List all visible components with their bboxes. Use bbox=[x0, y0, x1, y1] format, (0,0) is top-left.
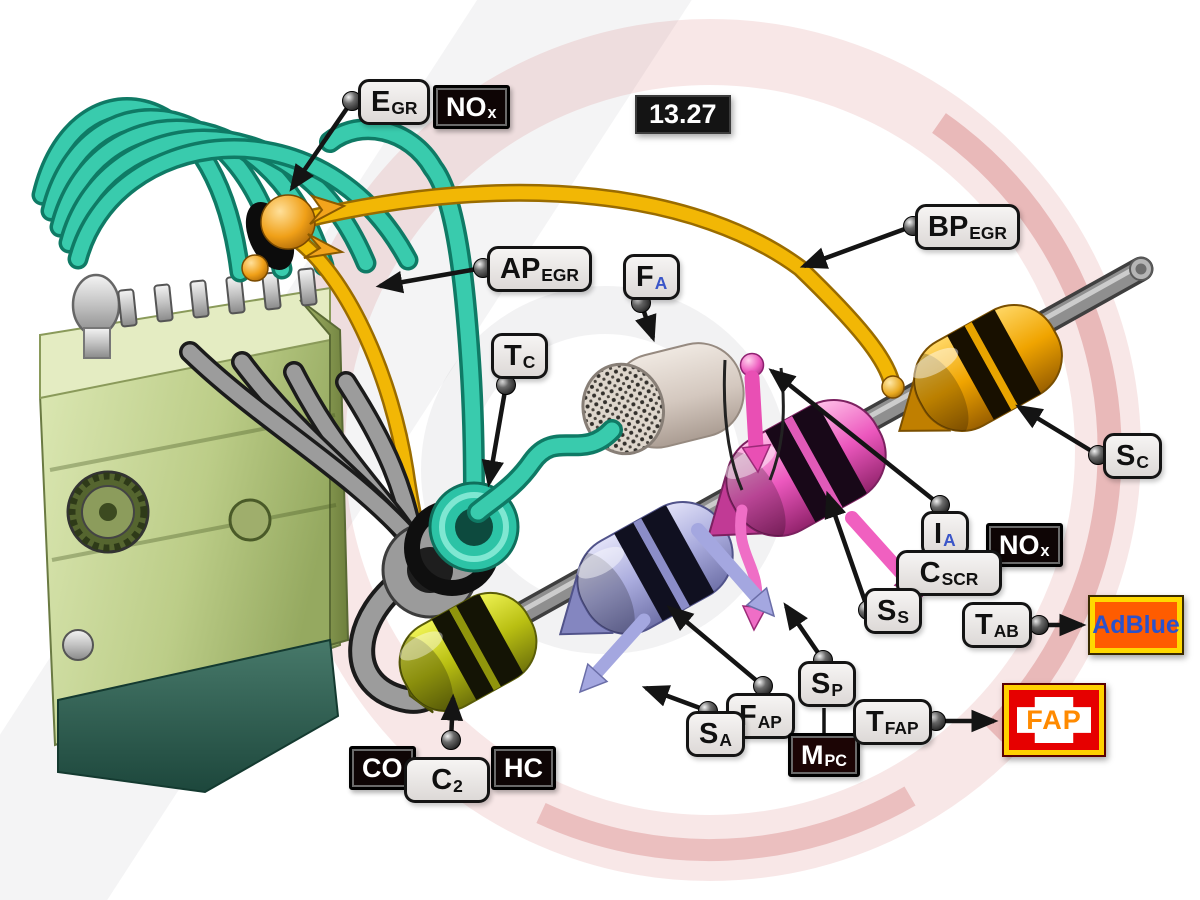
oxidation-catalyst bbox=[395, 588, 538, 717]
egr-pipes bbox=[291, 183, 901, 551]
outlet-silencer bbox=[898, 302, 1063, 437]
egr-valve bbox=[241, 194, 347, 282]
intake-pipe-filter-to-turbo bbox=[467, 419, 623, 523]
egr-pickup-ball bbox=[881, 375, 905, 399]
fap-box: FAP bbox=[1002, 683, 1106, 757]
adblue-tank-box: AdBlue bbox=[1088, 595, 1184, 655]
egr-flow-chevron bbox=[303, 233, 346, 259]
label-hc: HC bbox=[491, 746, 556, 790]
figure-number: 13.27 bbox=[635, 95, 731, 134]
engine-injector-studs bbox=[117, 267, 318, 328]
egr-flow-chevron bbox=[309, 194, 347, 225]
turbocharger bbox=[381, 481, 520, 619]
fap-cross-shape: FAP bbox=[1017, 697, 1091, 743]
pointer-arrows bbox=[289, 99, 1100, 741]
